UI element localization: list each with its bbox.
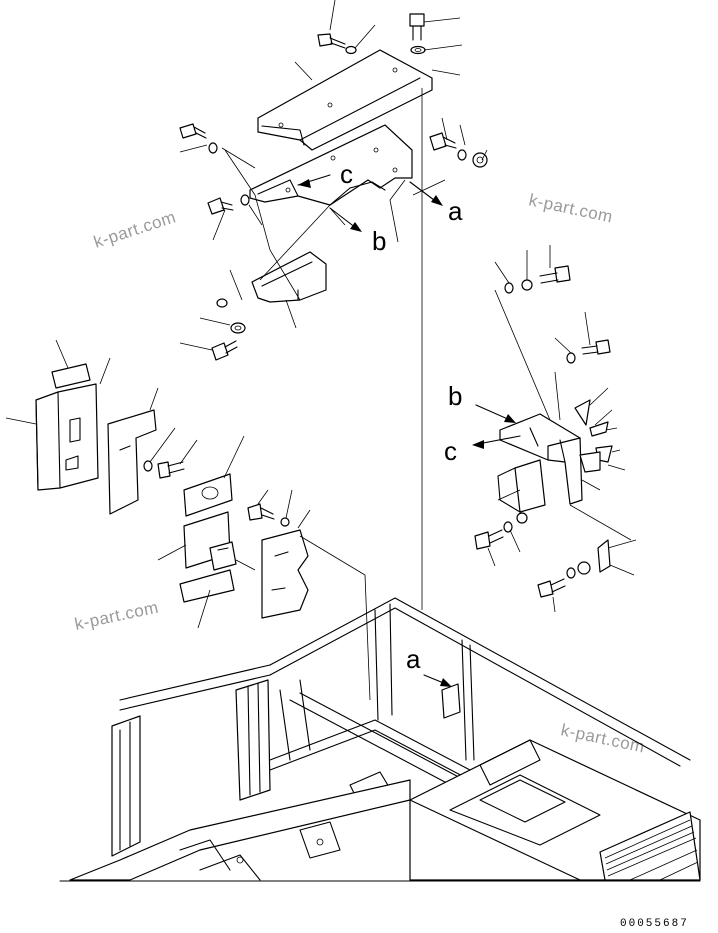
watermark-left-top: k-part.com — [91, 207, 178, 251]
view-label-b: b — [372, 226, 386, 256]
bolt-icon — [409, 13, 425, 41]
right-bracket-assembly: b c — [444, 245, 637, 613]
watermark-right-bottom: k-part.com — [559, 720, 646, 756]
side-panel — [107, 409, 157, 515]
view-arrows-top: c a b — [297, 159, 463, 256]
strip — [179, 569, 235, 603]
support-plate — [514, 459, 546, 513]
bolt-icon — [157, 461, 185, 479]
rubber-pad — [51, 363, 91, 389]
machine-frame: a — [69, 597, 701, 881]
bolt-icon — [539, 265, 571, 284]
top-bracket-assembly — [179, 0, 488, 361]
washer-icon — [503, 521, 513, 533]
center-plate-group — [247, 489, 371, 701]
hinge-frame — [235, 679, 271, 801]
washer-icon — [143, 460, 153, 472]
view-label-a: a — [448, 196, 463, 226]
left-door — [111, 715, 141, 857]
lower-plate — [249, 124, 413, 206]
illustration-code: 00055687 — [620, 918, 689, 930]
bolt-icon — [317, 33, 346, 49]
side-cushion — [35, 383, 99, 491]
washer-icon — [230, 322, 246, 334]
lower-beam — [69, 779, 411, 881]
bolt-icon — [474, 529, 504, 550]
washer-icon — [240, 194, 250, 206]
washer-icon — [345, 45, 357, 55]
view-label-c-right: c — [444, 436, 457, 466]
bumper — [209, 541, 237, 571]
bolt-icon — [207, 197, 234, 215]
upper-bracket — [257, 49, 433, 151]
view-label-b-right: b — [448, 381, 462, 411]
nut-icon — [472, 152, 488, 168]
washer-icon — [457, 149, 467, 161]
bolt-icon — [179, 123, 207, 139]
view-label-c: c — [340, 159, 353, 189]
washer-icon — [410, 45, 426, 55]
washer-icon — [504, 282, 514, 294]
rubber-block — [183, 473, 233, 517]
bolt-icon — [537, 578, 566, 598]
washer-icon — [577, 561, 591, 575]
washer-icon — [280, 517, 290, 527]
watermark-right-top: k-part.com — [527, 190, 614, 226]
washer-icon — [516, 512, 528, 524]
louver-grille — [599, 811, 701, 881]
washer-icon — [208, 142, 218, 154]
bolt-icon — [247, 503, 275, 521]
washer-icon — [566, 567, 576, 579]
bolt-icon — [429, 132, 457, 151]
clip-plate — [597, 539, 611, 573]
left-panels — [5, 339, 256, 629]
washer-icon — [216, 298, 228, 308]
bolt-icon — [581, 339, 611, 355]
watermark-left-bottom: k-part.com — [73, 598, 160, 634]
bolt-icon — [211, 340, 238, 361]
washer-icon — [566, 352, 576, 364]
mount-plate — [261, 529, 309, 619]
view-label-a-lower: a — [406, 644, 421, 674]
washer-icon — [521, 279, 533, 291]
